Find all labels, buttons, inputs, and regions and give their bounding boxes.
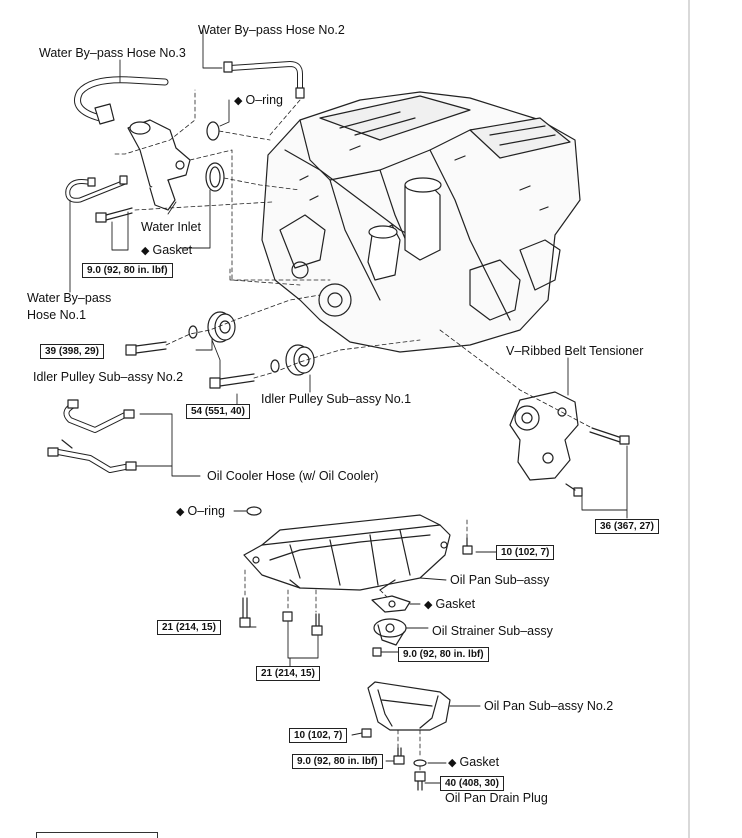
label-gasket-pan-text: Gasket <box>435 597 476 611</box>
torque-drain-plug: 40 (408, 30) <box>440 776 504 791</box>
oil-pan-2 <box>367 681 451 731</box>
oil-pan <box>243 506 451 591</box>
o-ring-pan <box>246 506 262 516</box>
water-inlet-housing <box>127 119 191 211</box>
torque-oil-pan-bolt-bottom: 21 (214, 15) <box>256 666 320 681</box>
torque-strainer-bolt: 9.0 (92, 80 in. lbf) <box>398 647 489 662</box>
gasket-top <box>205 162 225 192</box>
oil-pan-bolt-bottom <box>282 611 323 636</box>
torque-pan2-nut: 10 (102, 7) <box>289 728 348 743</box>
label-oil-pan-subassy-2: Oil Pan Sub–assy No.2 <box>484 699 614 713</box>
water-bypass-hose-2 <box>223 61 305 99</box>
page-border <box>688 0 690 838</box>
torque-oil-pan-stud: 10 (102, 7) <box>496 545 555 560</box>
drain-gasket <box>413 759 427 767</box>
label-gasket-pan: ◆Gasket <box>424 597 475 613</box>
label-gasket-top-text: Gasket <box>152 243 193 257</box>
torque-water-inlet-bolt: 9.0 (92, 80 in. lbf) <box>82 263 173 278</box>
label-oring-pan: ◆O–ring <box>176 504 225 520</box>
oil-pan-bolt-left <box>239 597 251 628</box>
label-oil-strainer: Oil Strainer Sub–assy <box>432 624 553 638</box>
torque-oil-pan-bolt-left: 21 (214, 15) <box>157 620 221 635</box>
idler-1-bolt <box>209 373 255 389</box>
pan2-bolt <box>393 747 405 765</box>
label-oil-pan-subassy: Oil Pan Sub–assy <box>450 573 550 587</box>
non-reusable-mark: ◆ <box>141 245 150 257</box>
torque-tensioner-bolt: 36 (367, 27) <box>595 519 659 534</box>
non-reusable-mark: ◆ <box>234 95 243 107</box>
torque-idler-1-bolt: 54 (551, 40) <box>186 404 250 419</box>
idler-pulley-1 <box>270 344 315 376</box>
label-water-bypass-hose-1-line1: Water By–pass <box>27 291 112 305</box>
water-inlet-bolt <box>95 207 133 223</box>
label-water-bypass-hose-2: Water By–pass Hose No.2 <box>198 23 345 37</box>
strainer-bolt <box>372 647 399 657</box>
label-water-bypass-hose-1-line2: Hose No.1 <box>27 308 87 322</box>
label-idler-pulley-1: Idler Pulley Sub–assy No.1 <box>261 392 412 406</box>
non-reusable-mark: ◆ <box>176 506 185 518</box>
label-water-bypass-hose-3: Water By–pass Hose No.3 <box>39 46 186 60</box>
pan2-nut <box>361 728 372 738</box>
label-gasket-drain: ◆Gasket <box>448 755 499 771</box>
tensioner-bolt-long <box>589 427 630 445</box>
o-ring-top <box>206 121 220 141</box>
label-idler-pulley-2: Idler Pulley Sub–assy No.2 <box>33 370 184 384</box>
idler-2-bolt <box>125 341 167 356</box>
label-vribbed-belt-tensioner: V–Ribbed Belt Tensioner <box>506 344 644 358</box>
drain-plug <box>414 771 426 791</box>
non-reusable-mark: ◆ <box>424 599 433 611</box>
torque-idler-2-bolt: 39 (398, 29) <box>40 344 104 359</box>
torque-pan2-bolt: 9.0 (92, 80 in. lbf) <box>292 754 383 769</box>
non-reusable-mark: ◆ <box>448 757 457 769</box>
water-bypass-hose-1 <box>65 175 128 203</box>
label-oring-top: ◆O–ring <box>234 93 283 109</box>
label-oil-pan-drain-plug: Oil Pan Drain Plug <box>445 791 548 805</box>
label-oil-cooler-hose: Oil Cooler Hose (w/ Oil Cooler) <box>207 469 379 483</box>
footer-stub <box>36 832 158 838</box>
label-gasket-top: ◆Gasket <box>141 243 192 259</box>
tensioner-bolt-short <box>565 483 583 497</box>
engine-block <box>261 91 581 353</box>
label-gasket-drain-text: Gasket <box>459 755 500 769</box>
label-oring-pan-text: O–ring <box>187 504 225 518</box>
idler-pulley-2 <box>188 311 236 343</box>
vribbed-belt-tensioner <box>509 391 579 481</box>
strainer-gasket <box>371 595 411 613</box>
oil-strainer <box>373 618 407 646</box>
label-water-inlet: Water Inlet <box>141 220 201 234</box>
oil-pan-stud <box>462 537 473 555</box>
label-oring-top-text: O–ring <box>245 93 283 107</box>
oil-cooler-hose <box>47 399 137 473</box>
water-bypass-hose-3 <box>74 76 169 125</box>
